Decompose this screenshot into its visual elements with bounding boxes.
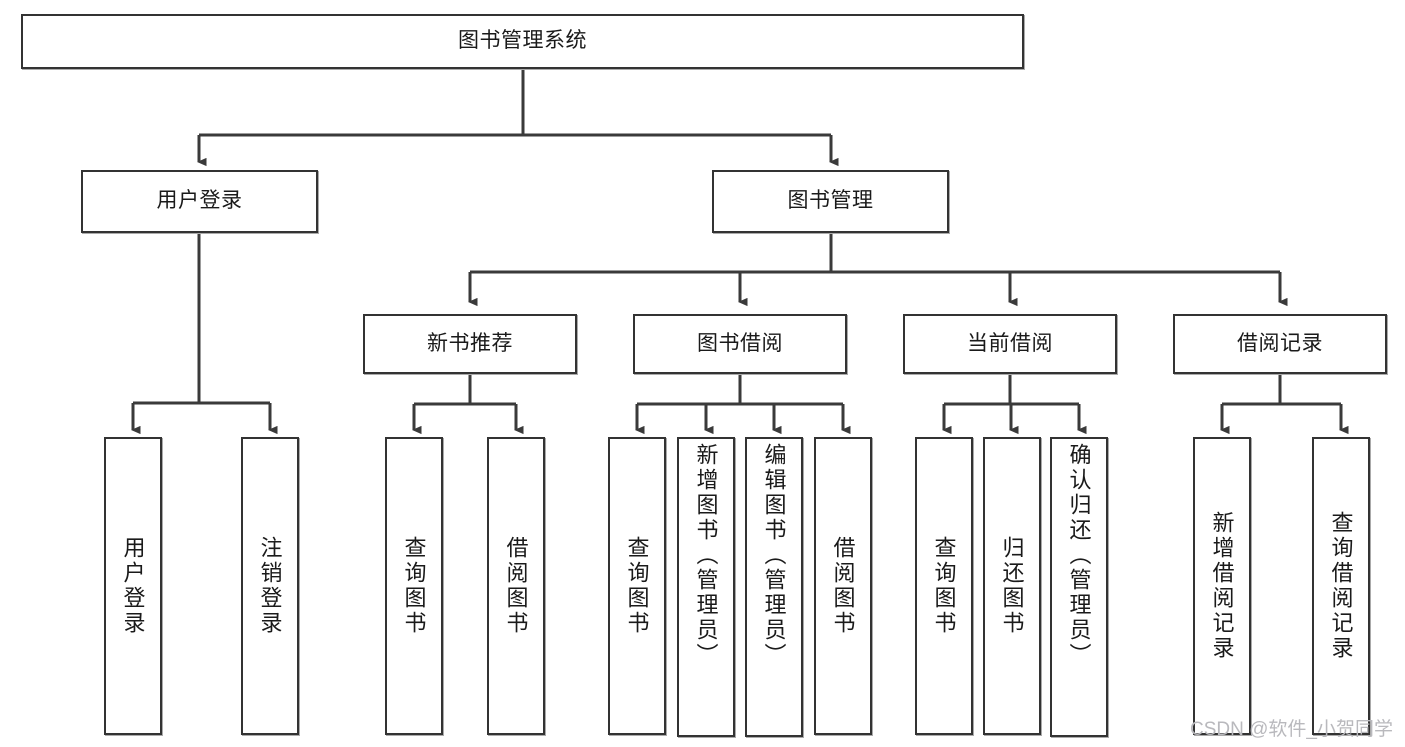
leaf-borrow-query-book[interactable]: 查询图书 — [608, 437, 666, 735]
leaf-user-login-login-label: 用户登录 — [120, 536, 146, 636]
leaf-current-query-book-label: 查询图书 — [931, 536, 957, 636]
leaf-current-confirm-return-admin[interactable]: 确认归还（管理员） — [1050, 437, 1108, 737]
leaf-borrow-edit-book-admin[interactable]: 编辑图书（管理员） — [745, 437, 803, 737]
leaf-record-query-record-label: 查询借阅记录 — [1328, 511, 1354, 661]
node-book-management[interactable]: 图书管理 — [712, 170, 949, 233]
node-book-borrow[interactable]: 图书借阅 — [633, 314, 847, 374]
leaf-record-add-record-label: 新增借阅记录 — [1209, 511, 1235, 661]
leaf-user-login-login[interactable]: 用户登录 — [104, 437, 162, 735]
node-new-book-recommend[interactable]: 新书推荐 — [363, 314, 577, 374]
leaf-borrow-add-book-admin[interactable]: 新增图书（管理员） — [677, 437, 735, 737]
leaf-recommend-query-book-label: 查询图书 — [401, 536, 427, 636]
node-root-system[interactable]: 图书管理系统 — [21, 14, 1024, 69]
node-book-management-label: 图书管理 — [787, 189, 874, 213]
leaf-current-confirm-return-admin-label: 确认归还（管理员） — [1066, 443, 1092, 668]
leaf-current-return-book[interactable]: 归还图书 — [983, 437, 1041, 735]
node-borrow-record-label: 借阅记录 — [1237, 331, 1323, 355]
leaf-borrow-add-book-admin-label: 新增图书（管理员） — [693, 443, 719, 668]
leaf-current-return-book-label: 归还图书 — [999, 536, 1025, 636]
node-current-borrow-label: 当前借阅 — [967, 331, 1053, 355]
leaf-borrow-borrow-book[interactable]: 借阅图书 — [814, 437, 872, 735]
leaf-user-login-logout[interactable]: 注销登录 — [241, 437, 299, 735]
node-book-borrow-label: 图书借阅 — [697, 331, 783, 355]
node-borrow-record[interactable]: 借阅记录 — [1173, 314, 1387, 374]
leaf-record-query-record[interactable]: 查询借阅记录 — [1312, 437, 1370, 735]
leaf-borrow-query-book-label: 查询图书 — [624, 536, 650, 636]
node-current-borrow[interactable]: 当前借阅 — [903, 314, 1117, 374]
leaf-borrow-borrow-book-label: 借阅图书 — [830, 536, 856, 636]
leaf-record-add-record[interactable]: 新增借阅记录 — [1193, 437, 1251, 735]
leaf-recommend-query-book[interactable]: 查询图书 — [385, 437, 443, 735]
csdn-watermark: CSDN @软件_小贺同学 — [1190, 719, 1393, 740]
leaf-user-login-logout-label: 注销登录 — [257, 536, 283, 636]
node-user-login-label: 用户登录 — [156, 189, 243, 213]
leaf-current-query-book[interactable]: 查询图书 — [915, 437, 973, 735]
leaf-recommend-borrow-book[interactable]: 借阅图书 — [487, 437, 545, 735]
node-root-system-label: 图书管理系统 — [458, 29, 587, 53]
node-new-book-recommend-label: 新书推荐 — [427, 331, 513, 355]
leaf-borrow-edit-book-admin-label: 编辑图书（管理员） — [761, 443, 787, 668]
leaf-recommend-borrow-book-label: 借阅图书 — [503, 536, 529, 636]
node-user-login[interactable]: 用户登录 — [81, 170, 318, 233]
